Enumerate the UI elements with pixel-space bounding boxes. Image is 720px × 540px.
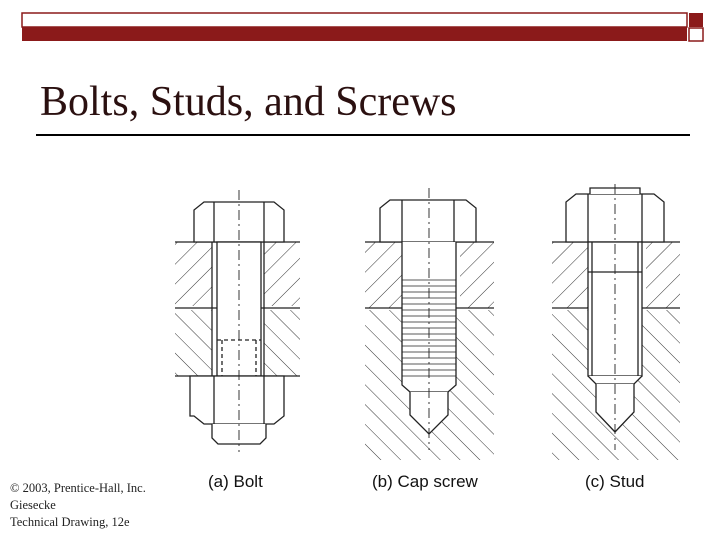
copyright-notice: © 2003, Prentice-Hall, Inc. Giesecke Tec… bbox=[10, 480, 146, 531]
stud-drawing bbox=[552, 184, 680, 460]
title-underline bbox=[36, 134, 690, 136]
caption-stud: (c) Stud bbox=[585, 472, 645, 491]
top-decorative-bar bbox=[21, 12, 704, 42]
copyright-line-1: © 2003, Prentice-Hall, Inc. bbox=[10, 481, 146, 495]
copyright-line-3: Technical Drawing, 12e bbox=[10, 515, 130, 529]
bolt-drawing bbox=[175, 190, 300, 452]
fastener-diagram bbox=[175, 184, 680, 460]
copyright-line-2: Giesecke bbox=[10, 498, 56, 512]
caption-cap-screw: (b) Cap screw bbox=[372, 472, 478, 491]
slide-title: Bolts, Studs, and Screws bbox=[40, 79, 457, 125]
top-bar-square-outline bbox=[688, 27, 704, 42]
top-bar-fill bbox=[22, 27, 687, 41]
top-bar-square-filled bbox=[689, 13, 703, 27]
cap-screw-drawing bbox=[365, 188, 494, 460]
top-bar-outline bbox=[21, 12, 688, 28]
caption-bolt: (a) Bolt bbox=[208, 472, 263, 491]
